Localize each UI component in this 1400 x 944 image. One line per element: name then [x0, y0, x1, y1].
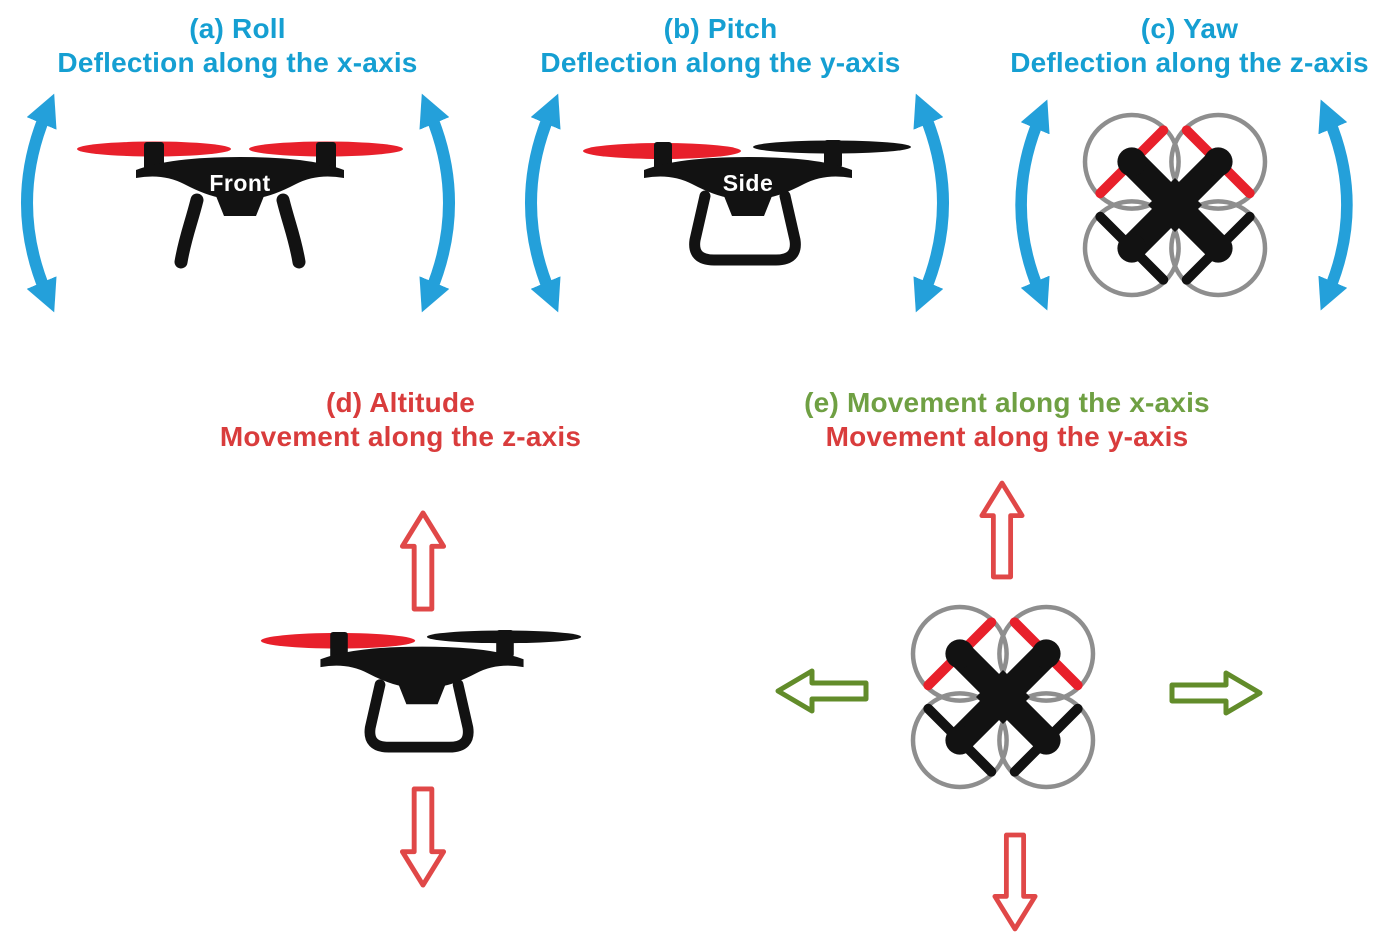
panel-d-title-line1: (d) Altitude [325, 387, 476, 418]
quadcopter-top-icon [1082, 112, 1268, 298]
panel-d-title-line2: Movement along the z-axis [219, 421, 582, 452]
panel-b-title-line2: Deflection along the y-axis [540, 47, 901, 78]
panel-b-title-line1: (b) Pitch [663, 13, 778, 44]
yaw-left-curved-arrow-icon [1015, 99, 1050, 311]
altitude-up-arrow-icon [399, 510, 447, 612]
pitch-right-curved-arrow-icon [913, 93, 949, 313]
panel-a-title-line1: (a) Roll [189, 13, 286, 44]
panel-e-title-line2: Movement along the y-axis [825, 421, 1189, 452]
move-forward-arrow-icon [979, 480, 1025, 580]
pitch-left-curved-arrow-icon [525, 93, 561, 313]
drone-front-icon: Front [77, 141, 403, 269]
panel-d-title: (d) Altitude Movement along the z-axis [193, 386, 608, 454]
drone-side-icon: Side [583, 140, 911, 266]
yaw-right-curved-arrow-icon [1318, 99, 1353, 311]
roll-right-curved-arrow-icon [419, 93, 455, 313]
panel-c-title-line1: (c) Yaw [1140, 13, 1239, 44]
panel-b-title: (b) Pitch Deflection along the y-axis [513, 12, 928, 80]
drone-side-icon [260, 629, 582, 753]
panel-e-title-line1: (e) Movement along the x-axis [804, 387, 1210, 418]
roll-left-curved-arrow-icon [21, 93, 57, 313]
drone-front-label: Front [209, 170, 270, 196]
move-right-arrow-icon [1169, 670, 1263, 716]
panel-a-title-line2: Deflection along the x-axis [57, 47, 418, 78]
drone-side-label: Side [723, 170, 774, 196]
move-backward-arrow-icon [992, 832, 1038, 932]
move-left-arrow-icon [775, 668, 869, 714]
panel-c-title: (c) Yaw Deflection along the z-axis [982, 12, 1397, 80]
panel-a-title: (a) Roll Deflection along the x-axis [30, 12, 445, 80]
altitude-down-arrow-icon [399, 786, 447, 888]
panel-c-title-line2: Deflection along the z-axis [1010, 47, 1369, 78]
panel-e-title: (e) Movement along the x-axis Movement a… [795, 386, 1219, 454]
quadcopter-top-icon [910, 604, 1096, 790]
